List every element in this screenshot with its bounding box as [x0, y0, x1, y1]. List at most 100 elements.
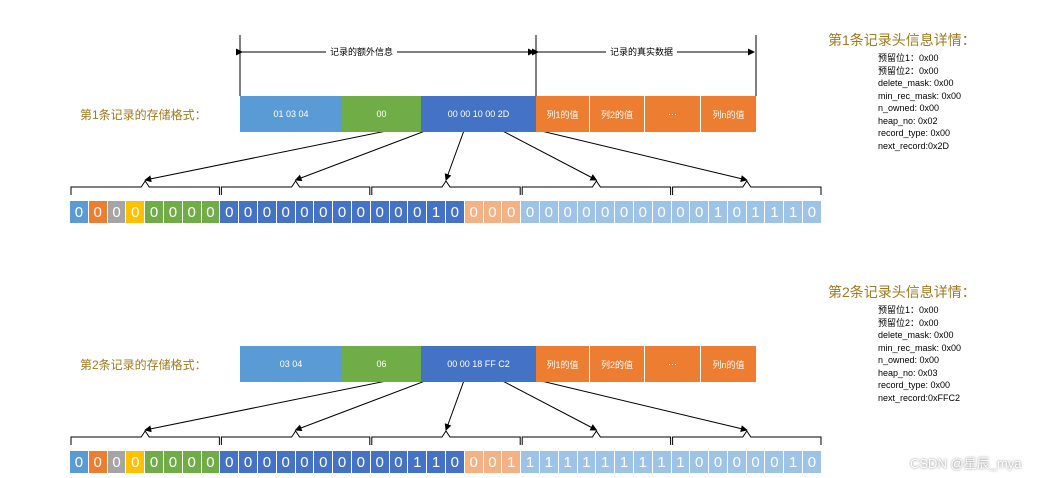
byte-brace — [672, 180, 822, 195]
bit-cell: 0 — [521, 201, 540, 223]
byte-brace — [371, 180, 521, 195]
bit-cell: 0 — [389, 201, 409, 223]
bit-cell: 0 — [615, 201, 634, 223]
record-2-col2: 列2的值 — [590, 346, 645, 382]
bit-cell: 0 — [445, 201, 465, 223]
bit-cell: 1 — [408, 451, 428, 473]
detail-item: delete_mask: 0x00 — [878, 78, 954, 88]
bit-cell: 0 — [370, 201, 390, 223]
record-1-null-list: 00 — [342, 96, 421, 132]
detail-item: heap_no: 0x03 — [878, 367, 938, 378]
bit-cell: 0 — [464, 201, 484, 223]
bit-cell: 1 — [577, 451, 597, 473]
bit-cell: 0 — [70, 451, 89, 473]
bit-cell: 0 — [220, 451, 240, 473]
bit-cell: 0 — [652, 201, 672, 223]
detail-item: record_type: 0x00 — [878, 128, 951, 138]
record-2-varlen-list: 03 04 — [240, 346, 342, 382]
detail-item: 预留位1：0x00 — [878, 305, 939, 315]
bit-cell: 1 — [558, 451, 578, 473]
bit-cell: 0 — [765, 451, 785, 473]
bit-cell: 0 — [182, 201, 202, 223]
byte-brace — [371, 430, 521, 445]
bit-cell: 0 — [88, 451, 108, 473]
record-1-detail-list: 预留位1：0x00 预留位2：0x00 delete_mask: 0x00 mi… — [878, 52, 961, 152]
record-1-coln: 列n的值 — [701, 96, 756, 132]
record-2-coln: 列n的值 — [701, 346, 756, 382]
bit-cell: 0 — [88, 201, 108, 223]
bit-cell: 0 — [295, 201, 315, 223]
byte-brace — [70, 430, 220, 445]
record-1-col2: 列2的值 — [590, 96, 645, 132]
detail-item: min_rec_mask: 0x00 — [878, 90, 962, 101]
bit-cell: 0 — [314, 201, 334, 223]
bit-cell: 0 — [107, 201, 127, 223]
byte-brace — [70, 180, 220, 195]
detail-item: min_rec_mask: 0x00 — [878, 342, 962, 353]
byte-brace — [672, 430, 822, 445]
detail-item: delete_mask: 0x00 — [878, 330, 954, 340]
record-2-format-label: 第2条记录的存储格式： — [80, 358, 207, 372]
record-1-braces — [70, 180, 822, 195]
byte-brace — [521, 180, 672, 195]
bit-cell: 0 — [220, 201, 240, 223]
bit-cell: 1 — [427, 451, 446, 473]
record-2-braces — [70, 430, 822, 445]
bit-cell: 1 — [671, 451, 691, 473]
bit-cell: 0 — [727, 451, 747, 473]
record-1-ellipsis: ··· — [645, 96, 701, 132]
detail-item: 预留位1：0x00 — [878, 53, 939, 63]
bit-cell: 0 — [633, 201, 653, 223]
bit-cell: 0 — [690, 201, 710, 223]
detail-item: n_owned: 0x00 — [878, 103, 940, 113]
bit-cell: 0 — [333, 451, 352, 473]
bit-cell: 1 — [615, 451, 634, 473]
bit-cell: 1 — [652, 451, 672, 473]
bit-cell: 0 — [483, 201, 503, 223]
detail-item: next_record:0xFFC2 — [878, 392, 961, 403]
bit-cell: 0 — [295, 451, 315, 473]
bit-cell: 0 — [145, 451, 164, 473]
bit-cell: 1 — [427, 201, 446, 223]
bit-cell: 0 — [201, 201, 221, 223]
byte-brace — [220, 430, 371, 445]
bit-cell: 0 — [314, 451, 334, 473]
bit-cell: 0 — [351, 451, 371, 473]
record-1-format-label: 第1条记录的存储格式： — [80, 108, 207, 122]
bit-cell: 0 — [558, 201, 578, 223]
bit-cell: 0 — [709, 451, 728, 473]
bit-cell: 0 — [239, 201, 258, 223]
extra-info-label: 记录的额外信息 — [326, 45, 398, 58]
bit-cell: 0 — [803, 451, 822, 473]
bit-cell: 0 — [803, 201, 822, 223]
bit-cell: 1 — [709, 201, 728, 223]
bit-cell: 0 — [577, 201, 597, 223]
csdn-watermark: CSDN @星辰_mya — [910, 456, 1022, 471]
byte-brace — [220, 180, 371, 195]
bit-cell: 0 — [690, 451, 710, 473]
bit-cell: 1 — [765, 201, 785, 223]
bit-cell: 0 — [539, 201, 559, 223]
bit-cell: 0 — [70, 201, 89, 223]
bit-cell: 0 — [107, 451, 127, 473]
bit-cell: 0 — [746, 451, 766, 473]
bit-cell: 0 — [333, 201, 352, 223]
record-1-varlen-list: 01 03 04 — [240, 96, 342, 132]
detail-item: 预留位2：0x00 — [878, 317, 939, 328]
record-1-col1: 列1的值 — [536, 96, 590, 132]
record-2-col1: 列1的值 — [536, 346, 590, 382]
bit-cell: 0 — [201, 451, 221, 473]
bit-cell: 0 — [408, 201, 428, 223]
bit-cell: 0 — [163, 451, 183, 473]
bit-cell: 0 — [389, 451, 409, 473]
detail-item: n_owned: 0x00 — [878, 355, 940, 365]
bit-cell: 0 — [464, 451, 484, 473]
bit-cell: 0 — [483, 451, 503, 473]
bit-cell: 0 — [257, 201, 277, 223]
detail-item: record_type: 0x00 — [878, 380, 951, 390]
bit-cell: 1 — [784, 451, 804, 473]
bit-cell: 0 — [370, 451, 390, 473]
bit-cell: 1 — [521, 451, 540, 473]
